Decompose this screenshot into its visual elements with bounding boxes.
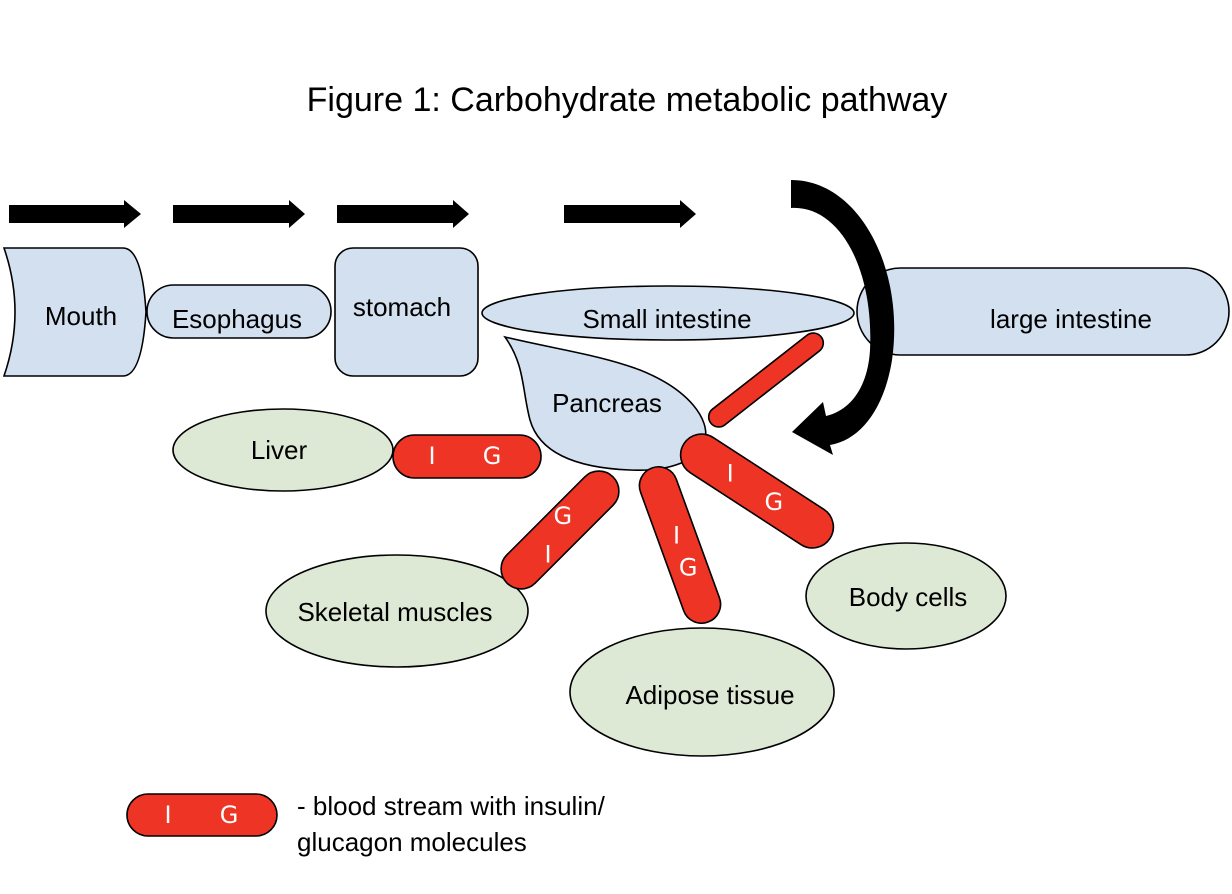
insulin-label: I: [673, 522, 680, 550]
glucagon-label: G: [483, 442, 502, 470]
adipose-tissue: Adipose tissue: [569, 627, 835, 757]
liver: Liver: [172, 408, 394, 492]
blood-stream-vessel-adipose-tissue: I G: [638, 465, 722, 625]
mouth-label: Mouth: [45, 301, 117, 331]
right-arrow-icon: [564, 200, 696, 228]
right-arrow-icon: [173, 200, 305, 228]
glucagon-label: G: [679, 554, 698, 582]
pancreas-label: Pancreas: [552, 388, 662, 418]
skeletal-muscles: Skeletal muscles: [265, 554, 529, 668]
blood-stream-vessel-liver: I G: [392, 434, 542, 479]
stomach: stomach: [334, 247, 479, 377]
legend-line-2: glucagon molecules: [297, 827, 527, 857]
glucagon-label: G: [554, 502, 573, 530]
esophagus: Esophagus: [146, 284, 332, 339]
pancreas: Pancreas: [503, 335, 707, 471]
body-cells: Body cells: [805, 542, 1007, 650]
adipose-tissue-label: Adipose tissue: [625, 680, 794, 710]
insulin-label: I: [544, 540, 551, 568]
legend-blood-stream-swatch: I G: [126, 793, 278, 837]
small-intestine: Small intestine: [481, 285, 855, 341]
esophagus-label: Esophagus: [172, 304, 302, 334]
insulin-label: I: [164, 801, 171, 829]
curved-arrow-icon: [791, 180, 895, 455]
glucagon-label: G: [220, 801, 239, 829]
skeletal-muscles-label: Skeletal muscles: [297, 597, 492, 627]
blood-stream-vessel: [707, 332, 825, 428]
glucagon-label: G: [764, 488, 783, 516]
right-arrow-icon: [9, 200, 141, 228]
large-intestine: large intestine: [856, 267, 1230, 356]
stomach-label: stomach: [353, 292, 451, 322]
insulin-label: I: [428, 442, 435, 470]
body-cells-label: Body cells: [849, 582, 968, 612]
insulin-label: I: [727, 460, 734, 488]
legend: I G - blood stream with insulin/ glucago…: [126, 791, 606, 857]
small-intestine-label: Small intestine: [582, 304, 751, 334]
figure-title: Figure 1: Carbohydrate metabolic pathway: [307, 81, 948, 119]
liver-label: Liver: [251, 435, 308, 465]
legend-line-1: - blood stream with insulin/: [297, 791, 606, 821]
blood-stream-vessel-skeletal-muscles: I G: [500, 470, 620, 590]
large-intestine-label: large intestine: [990, 304, 1152, 334]
mouth: Mouth: [2, 247, 147, 377]
right-arrow-icon: [337, 200, 469, 228]
blood-stream-vessel-body-cells: I G: [679, 433, 835, 549]
